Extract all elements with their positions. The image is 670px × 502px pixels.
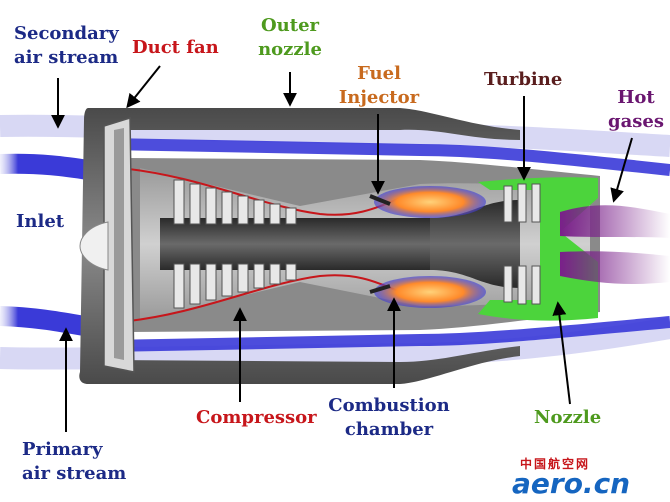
label-primary-air-line1: Primary bbox=[22, 439, 103, 460]
label-turbine: Turbine bbox=[484, 69, 563, 90]
label-combustion-chamber: Combustion chamber bbox=[326, 394, 452, 442]
label-inlet: Inlet bbox=[16, 211, 65, 232]
secondary-airflow bbox=[0, 114, 670, 370]
label-combustion-chamber-line2: chamber bbox=[344, 419, 434, 440]
label-hot-gases-line2: gases bbox=[608, 111, 664, 132]
label-outer-nozzle-line2: nozzle bbox=[258, 39, 322, 60]
outer-casing bbox=[79, 108, 521, 384]
duct-fan bbox=[103, 116, 135, 373]
label-fuel-injector: Fuel Injector bbox=[334, 62, 424, 110]
inlet-spinner bbox=[79, 221, 109, 271]
compressor-blades bbox=[173, 179, 297, 309]
label-compressor: Compressor bbox=[196, 407, 317, 428]
turbine-blades bbox=[503, 183, 541, 305]
label-hot-gases: Hot gases bbox=[606, 86, 666, 134]
label-outer-nozzle-line1: Outer bbox=[260, 15, 320, 36]
label-duct-fan: Duct fan bbox=[132, 37, 219, 58]
exhaust-plume bbox=[560, 205, 670, 284]
leader-arrows bbox=[51, 65, 633, 432]
label-fuel-injector-line1: Fuel bbox=[357, 63, 401, 84]
label-hot-gases-line1: Hot bbox=[617, 87, 655, 108]
fuel-injector-lower bbox=[369, 284, 391, 294]
label-outer-nozzle: Outer nozzle bbox=[258, 14, 322, 62]
combustion-flames bbox=[374, 186, 486, 308]
label-primary-air-line2: air stream bbox=[22, 463, 127, 484]
label-secondary-air-line1: Secondary bbox=[14, 23, 119, 44]
label-secondary-air-line2: air stream bbox=[14, 47, 119, 68]
bypass-stream bbox=[109, 138, 670, 352]
label-fuel-injector-line2: Injector bbox=[338, 87, 420, 108]
label-nozzle: Nozzle bbox=[534, 407, 602, 428]
label-combustion-chamber-line1: Combustion bbox=[328, 395, 450, 416]
label-secondary-air-stream: Secondary air stream bbox=[14, 22, 119, 70]
logo-domain-text: aero.cn bbox=[512, 467, 631, 500]
fuel-injector-upper bbox=[369, 194, 391, 206]
logo-chinese-text: 中国航空网 bbox=[520, 457, 591, 471]
label-primary-air-stream: Primary air stream bbox=[22, 438, 126, 486]
